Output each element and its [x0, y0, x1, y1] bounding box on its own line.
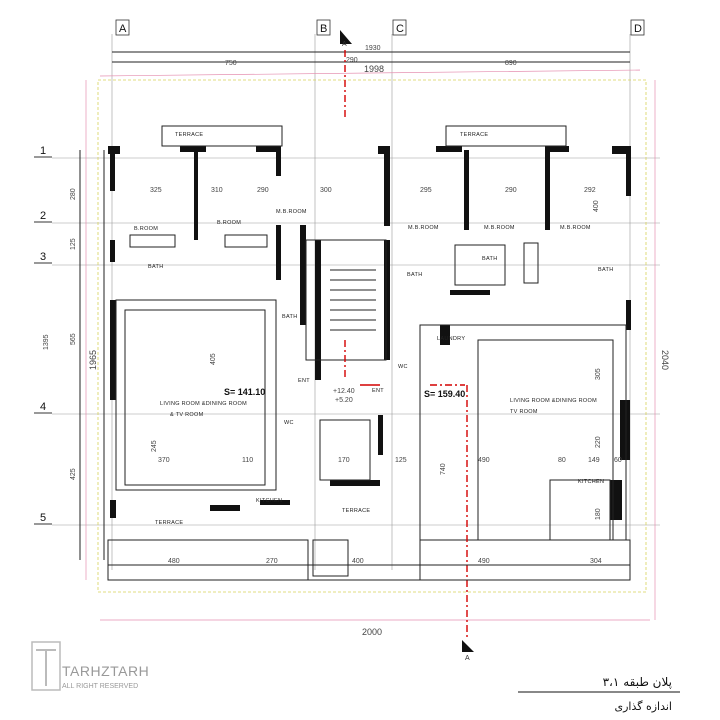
axis-2-label: 2 — [40, 210, 46, 222]
dim-inner-290b: 290 — [505, 187, 517, 194]
dim-inner-220: 220 — [595, 436, 602, 448]
dim-inner-740: 740 — [440, 463, 447, 475]
axis-4-label: 4 — [40, 401, 46, 413]
logo-mark — [31, 641, 61, 691]
left-dimensions: 280 125 1395 565 425 1965 — [43, 150, 105, 560]
tv-left-label: & TV ROOM — [170, 412, 204, 418]
bath-4-label: BATH — [482, 256, 497, 262]
dim-bottom-480: 480 — [168, 558, 180, 565]
area-right: S= 159.40 — [424, 389, 465, 399]
axis-b-label: B — [320, 23, 327, 35]
dim-inner-125: 125 — [395, 457, 407, 464]
dim-inner-310: 310 — [211, 187, 223, 194]
entrance-left-label: ENT — [298, 378, 310, 384]
dim-inner-292: 292 — [584, 187, 596, 194]
top-dimensions: 1930 750 290 890 1998 — [99, 45, 641, 77]
master-bedroom-1-label: M.B.ROOM — [276, 209, 307, 215]
bath-5-label: BATH — [598, 267, 613, 273]
kitchen-right-label: KITCHEN — [578, 479, 604, 485]
master-bedroom-3-label: M.B.ROOM — [484, 225, 515, 231]
plan-subtitle: اندازه گذاری — [614, 700, 672, 713]
level-lower: +5.20 — [335, 397, 353, 404]
dim-left-425: 425 — [70, 468, 77, 480]
dim-inner-325: 325 — [150, 187, 162, 194]
site-boundary — [97, 79, 647, 593]
dim-left-125: 125 — [70, 238, 77, 250]
laundry-label: LAUNDRY — [437, 336, 465, 342]
section-mark-top: A — [342, 41, 347, 48]
dim-inner-370: 370 — [158, 457, 170, 464]
bedroom-2-label: B.ROOM — [217, 220, 241, 226]
dim-top-mid: 290 — [346, 57, 358, 64]
terrace-top-left: TERRACE — [175, 132, 203, 138]
dim-top-span: 1930 — [365, 45, 381, 52]
logo-brand: TARHZTARH — [62, 663, 149, 679]
dim-bottom-270: 270 — [266, 558, 278, 565]
dim-top-left: 750 — [225, 60, 237, 67]
wc-2-label: WC — [284, 420, 294, 426]
kitchen-left-label: KITCHEN — [256, 498, 282, 504]
dim-bottom-400: 400 — [352, 558, 364, 565]
dim-inner-400: 400 — [593, 200, 600, 212]
dim-inner-290a: 290 — [257, 187, 269, 194]
dim-left-1395: 1395 — [43, 334, 50, 350]
dim-inner-405: 405 — [210, 353, 217, 365]
living-right-label: LIVING ROOM &DINING ROOM — [510, 398, 597, 404]
bath-3-label: BATH — [407, 272, 422, 278]
dim-inner-170: 170 — [338, 457, 350, 464]
living-left-label: LIVING ROOM &DINING ROOM — [160, 401, 247, 407]
dim-left-280: 280 — [70, 188, 77, 200]
axis-d-label: D — [634, 23, 642, 35]
dim-top-right: 890 — [505, 60, 517, 67]
dim-inner-295: 295 — [420, 187, 432, 194]
dim-top-total: 1998 — [364, 64, 384, 74]
axis-3-label: 3 — [40, 251, 46, 263]
horizontal-grid-lines — [52, 157, 660, 526]
dim-left-565: 565 — [70, 333, 77, 345]
master-bedroom-2-label: M.B.ROOM — [408, 225, 439, 231]
master-bedroom-4-label: M.B.ROOM — [560, 225, 591, 231]
dim-inner-245: 245 — [151, 440, 158, 452]
section-cut: A A — [340, 30, 474, 662]
section-mark-bottom: A — [465, 655, 470, 662]
dim-inner-490: 490 — [478, 457, 490, 464]
dim-inner-180: 180 — [595, 508, 602, 520]
tv-right-label: TV ROOM — [510, 409, 538, 415]
axis-a-label: A — [119, 23, 127, 35]
dim-inner-60: 60 — [614, 457, 622, 464]
axis-labels-left: 1 2 3 4 5 — [34, 145, 52, 525]
logo-sub: ALL RIGHT RESERVED — [62, 683, 138, 690]
dim-inner-80: 80 — [558, 457, 566, 464]
dim-inner-110: 110 — [242, 457, 253, 464]
bath-2-label: BATH — [282, 314, 297, 320]
dim-inner-300: 300 — [320, 187, 332, 194]
entrance-right-label: ENT — [372, 388, 384, 394]
axis-labels-top: A B C D — [115, 19, 645, 36]
dim-right-overall: 2040 — [660, 350, 670, 370]
room-labels: TERRACE TERRACE B.ROOM B.ROOM M.B.ROOM M… — [134, 132, 613, 526]
terrace-bottom-mid: TERRACE — [342, 508, 370, 514]
level-upper: +12.40 — [333, 388, 355, 395]
plan-title: پلان طبقه ۳،۱ — [603, 675, 672, 689]
dim-bottom-total: 2000 — [362, 627, 382, 637]
terrace-bottom-left: TERRACE — [155, 520, 183, 526]
bedroom-1-label: B.ROOM — [134, 226, 158, 232]
axis-1-label: 1 — [40, 145, 46, 157]
bath-1-label: BATH — [148, 264, 163, 270]
dim-left-overall: 1965 — [88, 350, 98, 370]
terrace-top-right: TERRACE — [460, 132, 488, 138]
dim-inner-149: 149 — [588, 457, 600, 464]
dim-bottom-490: 490 — [478, 558, 490, 565]
interior-dimensions: 325 310 290 300 295 290 292 400 405 370 … — [150, 187, 622, 520]
axis-5-label: 5 — [40, 512, 46, 524]
dim-bottom-304: 304 — [590, 558, 602, 565]
dim-inner-305: 305 — [595, 368, 602, 380]
wc-1-label: WC — [398, 364, 408, 370]
bottom-dimensions: 480 270 400 490 304 2000 — [108, 558, 630, 637]
area-left: S= 141.10 — [224, 387, 265, 397]
axis-c-label: C — [396, 23, 404, 35]
